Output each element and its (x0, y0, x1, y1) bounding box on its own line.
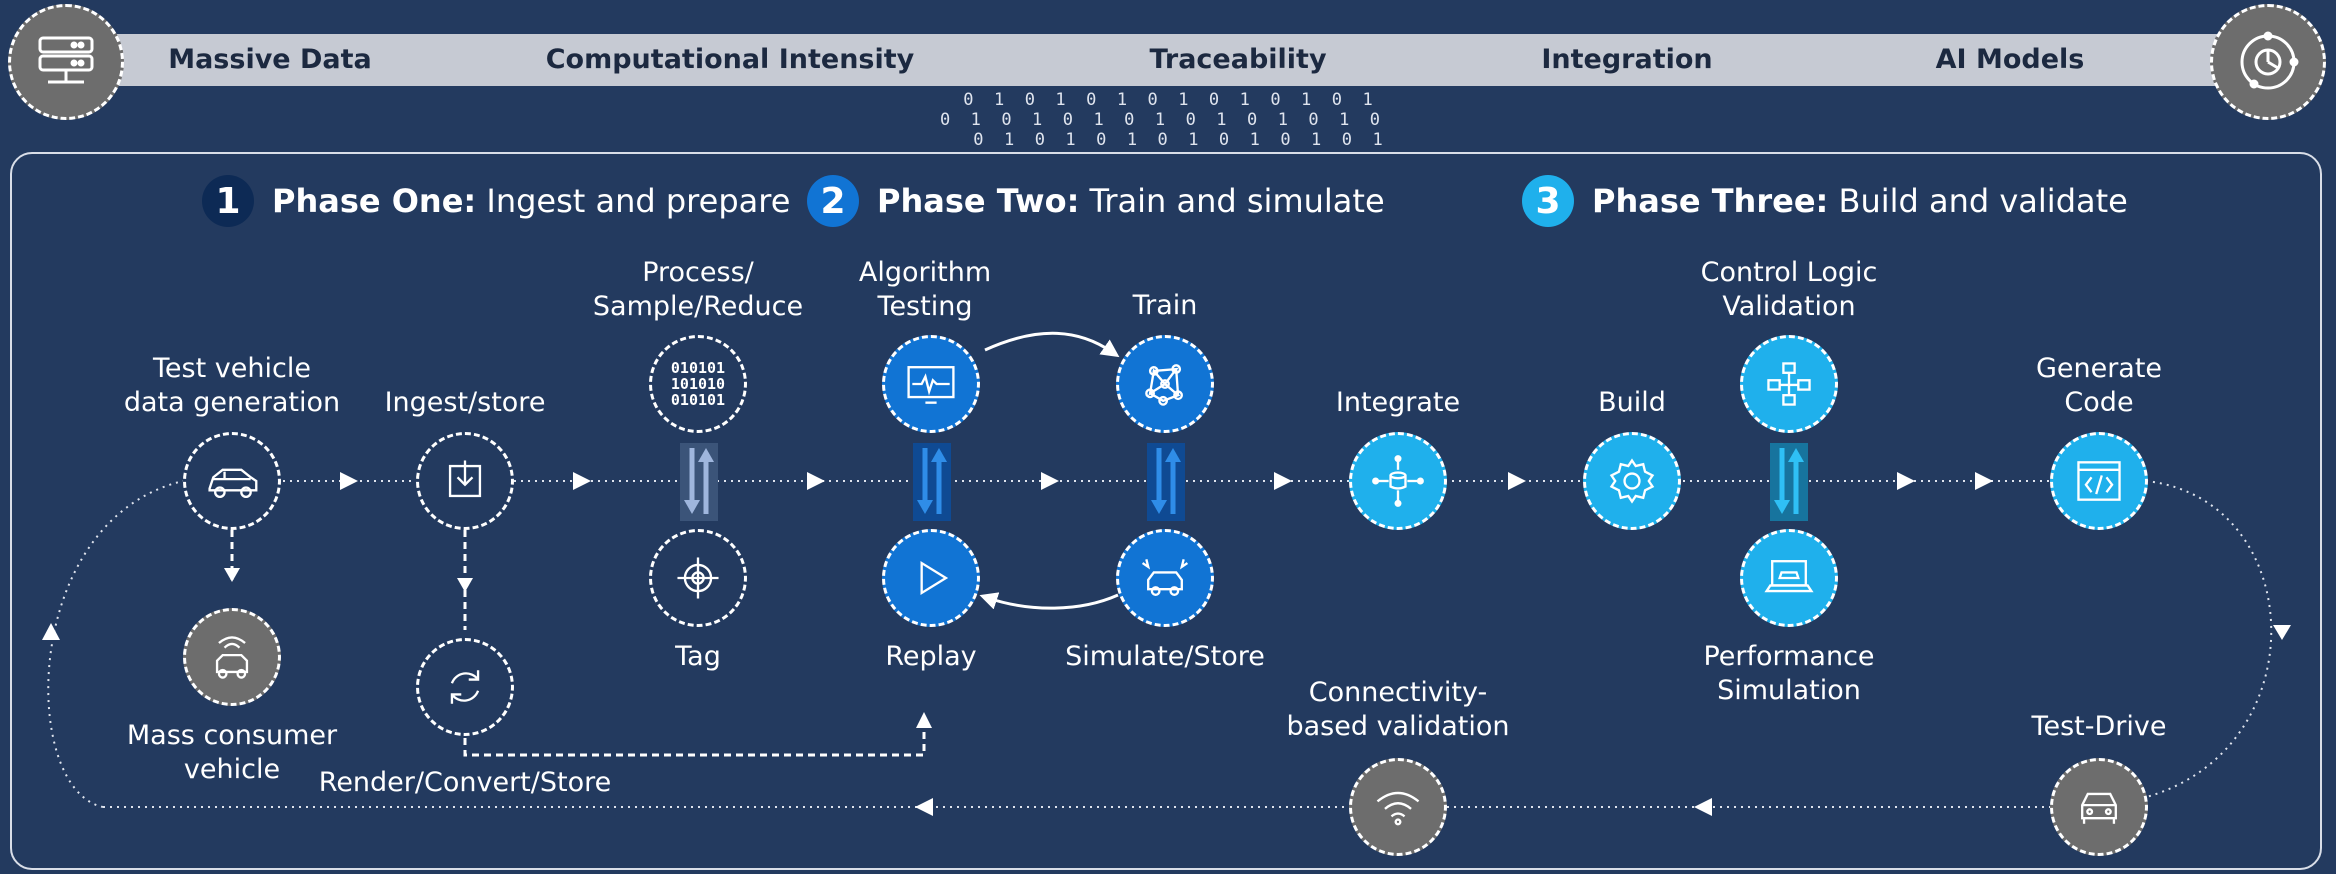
crosshair-target-icon (677, 557, 719, 599)
train-node (1116, 335, 1214, 433)
phase-one-text: Ingest and prepare (476, 182, 791, 220)
connected-car-icon (215, 636, 249, 679)
render-node (416, 638, 514, 736)
banner-label-integration: Integration (1541, 44, 1713, 75)
ingest-label: Ingest/store (384, 387, 546, 418)
banner-label-massive-data: Massive Data (168, 44, 372, 75)
connectivity-label: Connectivity- based validation (1286, 677, 1510, 742)
play-icon (920, 560, 949, 596)
wifi-icon (1376, 791, 1420, 826)
binary-line-3: 0 1 0 1 0 1 0 1 0 1 0 1 0 1 (973, 130, 1383, 150)
integrate-node (1349, 432, 1447, 530)
phase-two-header: 2 Phase Two: Train and simulate (807, 174, 1385, 228)
simulate-label: Simulate/Store (1065, 641, 1265, 672)
replay-node (882, 529, 980, 627)
performance-simulation-label: Performance Simulation (1703, 641, 1875, 706)
binary-line-1: 0 1 0 1 0 1 0 1 0 1 0 1 0 1 (963, 90, 1373, 110)
monitor-waveform-icon (907, 366, 955, 404)
phase-three-header: 3 Phase Three: Build and validate (1522, 174, 2128, 228)
binary-data-icon: 010101 101010 010101 (670, 359, 726, 409)
code-window-icon (2077, 461, 2121, 501)
build-node (1583, 432, 1681, 530)
database-hub-icon (1372, 455, 1424, 507)
generate-code-node (2050, 432, 2148, 530)
mass-consumer-label: Mass consumer vehicle (126, 720, 338, 785)
algorithm-testing-label: Algorithm Testing (858, 257, 992, 322)
binary-line-2: 0 1 0 1 0 1 0 1 0 1 0 1 0 1 0 (939, 110, 1381, 130)
tag-label: Tag (675, 641, 721, 672)
gear-icon (1609, 458, 1655, 504)
test-vehicle-node (183, 432, 281, 530)
car-crash-icon (1141, 559, 1189, 596)
workflow-frame (10, 152, 2322, 870)
mass-consumer-node (183, 608, 281, 706)
refresh-icon (450, 670, 480, 704)
process-node: 010101 101010 010101 (649, 335, 747, 433)
phase-one-header: 1 Phase One: Ingest and prepare (202, 174, 790, 228)
phase-three-number: 3 (1522, 175, 1574, 227)
ingest-node (416, 432, 514, 530)
connectivity-node (1349, 758, 1447, 856)
phase-two-number: 2 (807, 175, 859, 227)
test-drive-label: Test-Drive (2031, 711, 2167, 742)
car-front-icon (2081, 792, 2117, 824)
car-side-icon (208, 468, 258, 499)
integrate-label: Integrate (1335, 387, 1461, 418)
render-label: Render/Convert/Store (318, 767, 612, 798)
test-drive-node (2050, 758, 2148, 856)
laptop-car-icon (1764, 560, 1814, 593)
train-label: Train (1132, 290, 1198, 321)
banner-label-ai-models: AI Models (1935, 44, 2085, 75)
phase-one-bold: Phase One: (272, 182, 477, 220)
radar-chart-icon (2210, 4, 2326, 120)
neural-network-icon (1145, 364, 1183, 406)
build-label: Build (1598, 387, 1666, 418)
replay-label: Replay (885, 641, 977, 672)
phase-two-text: Train and simulate (1079, 182, 1385, 220)
algorithm-testing-node (882, 335, 980, 433)
control-logic-node (1740, 335, 1838, 433)
process-label: Process/ Sample/Reduce (592, 257, 804, 322)
tag-node (649, 529, 747, 627)
banner-label-traceability: Traceability (1149, 44, 1327, 75)
phase-two-bold: Phase Two: (877, 182, 1080, 220)
generate-code-label: Generate Code (2035, 353, 2163, 418)
left-loop-line (47, 480, 184, 808)
flowchart-icon (1767, 362, 1811, 406)
server-rack-icon (8, 4, 124, 120)
phase-one-number: 1 (202, 175, 254, 227)
capability-banner (60, 34, 2250, 86)
test-vehicle-label: Test vehicle data generation (123, 353, 341, 418)
download-tray-icon (448, 460, 482, 498)
simulate-node (1116, 529, 1214, 627)
phase-three-text: Build and validate (1828, 182, 2128, 220)
phase-three-bold: Phase Three: (1592, 182, 1829, 220)
performance-simulation-node (1740, 529, 1838, 627)
control-logic-label: Control Logic Validation (1700, 257, 1878, 322)
banner-label-computational-intensity: Computational Intensity (545, 44, 915, 75)
